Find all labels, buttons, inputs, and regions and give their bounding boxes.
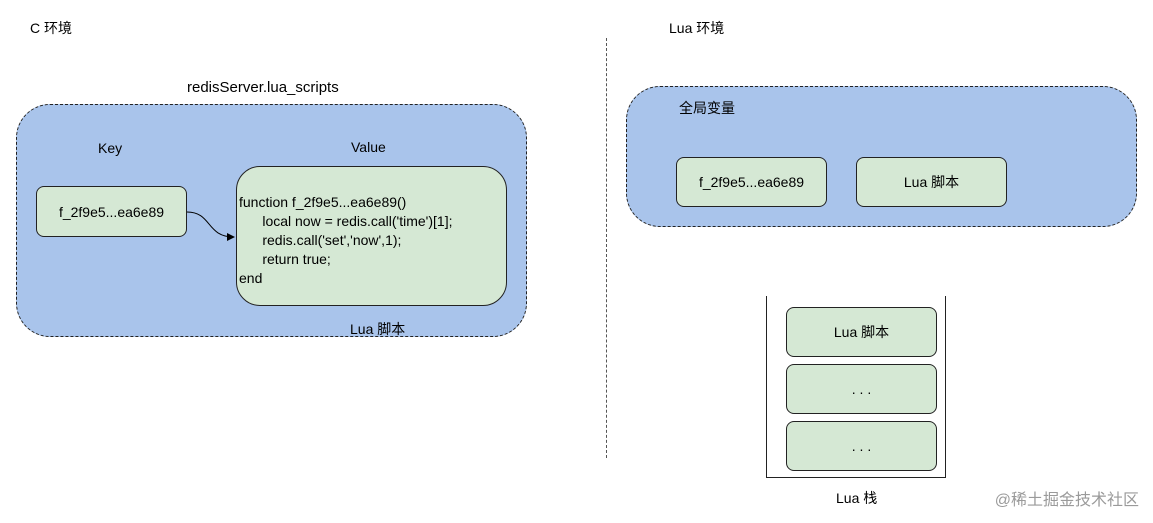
stack-left-wall bbox=[766, 296, 767, 478]
lua-env-title: Lua 环境 bbox=[669, 20, 725, 36]
stack-item: . . . bbox=[786, 364, 937, 414]
global-key-box: f_2f9e5...ea6e89 bbox=[676, 157, 827, 207]
stack-right-wall bbox=[945, 296, 946, 478]
global-value-box: Lua 脚本 bbox=[856, 157, 1007, 207]
stack-bottom-wall bbox=[766, 477, 946, 478]
key-header: Key bbox=[98, 140, 123, 156]
value-header: Value bbox=[351, 139, 386, 155]
global-value-text: Lua 脚本 bbox=[903, 174, 960, 190]
stack-item-text: . . . bbox=[851, 381, 872, 397]
key-to-value-arrow bbox=[186, 211, 235, 241]
code-line: function f_2f9e5...ea6e89() bbox=[239, 194, 407, 210]
stack-item-text: . . . bbox=[851, 438, 872, 454]
stack-item: . . . bbox=[786, 421, 937, 471]
environment-divider bbox=[606, 38, 607, 458]
code-line: redis.call('set','now',1); bbox=[239, 232, 402, 248]
code-line: local now = redis.call('time')[1]; bbox=[239, 213, 453, 229]
c-env-title: C 环境 bbox=[30, 20, 72, 36]
stack-item: Lua 脚本 bbox=[786, 307, 937, 357]
lua-script-caption: Lua 脚本 bbox=[350, 321, 406, 337]
globals-label: 全局变量 bbox=[679, 100, 735, 116]
script-key-text: f_2f9e5...ea6e89 bbox=[58, 203, 165, 220]
lua-script-code-box: function f_2f9e5...ea6e89() local now = … bbox=[236, 166, 507, 306]
script-key-box: f_2f9e5...ea6e89 bbox=[36, 186, 187, 237]
stack-item-text: Lua 脚本 bbox=[833, 324, 890, 340]
stack-label: Lua 栈 bbox=[836, 490, 878, 506]
code-line: return true; bbox=[239, 251, 331, 267]
code-line: end bbox=[239, 270, 263, 286]
global-key-text: f_2f9e5...ea6e89 bbox=[698, 174, 805, 190]
watermark: @稀土掘金技术社区 bbox=[994, 492, 1139, 509]
lua-scripts-dict-label: redisServer.lua_scripts bbox=[187, 79, 339, 96]
